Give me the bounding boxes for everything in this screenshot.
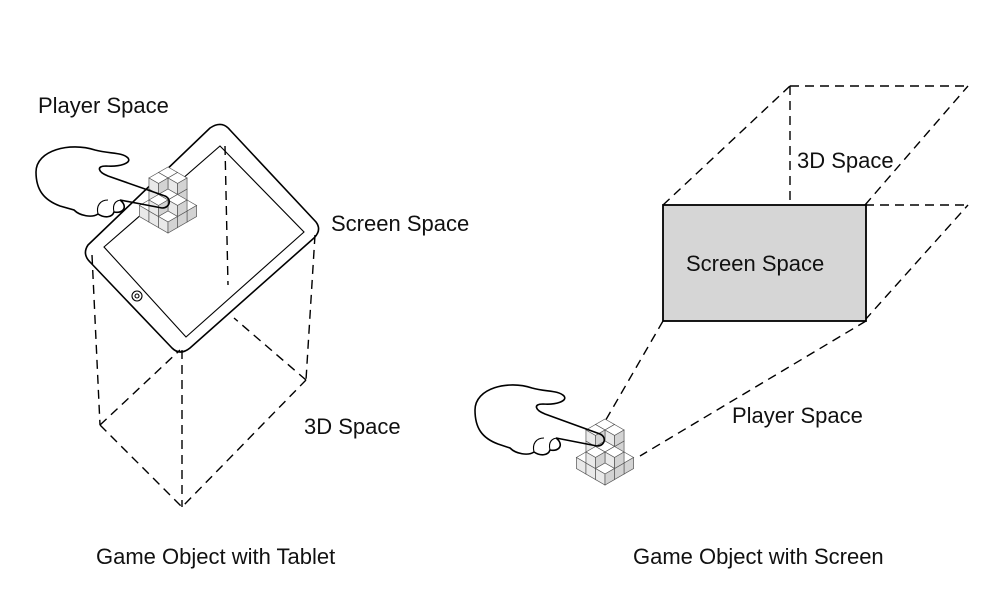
left-3d-space-volume xyxy=(91,145,316,508)
screen-scene xyxy=(474,85,969,486)
game-object-cubes-screen xyxy=(575,418,635,486)
left-3d-space-label: 3D Space xyxy=(304,414,401,439)
cube-face xyxy=(614,451,625,470)
hand-icon xyxy=(35,146,171,218)
right-player-space-label: Player Space xyxy=(732,403,863,428)
right-3d-space-label: 3D Space xyxy=(797,148,894,173)
cube-face xyxy=(177,177,188,196)
right-screen-space-label: Screen Space xyxy=(686,251,825,276)
tablet xyxy=(84,123,320,353)
left-screen-space-label: Screen Space xyxy=(331,211,470,236)
tablet-home-button xyxy=(131,290,143,302)
cube-face xyxy=(177,199,188,218)
cube-face xyxy=(167,215,178,234)
right-caption: Game Object with Screen xyxy=(633,544,884,569)
screen-rectangle xyxy=(662,204,867,322)
cube-face xyxy=(614,429,625,448)
hand-icon xyxy=(474,384,606,456)
cube-face xyxy=(604,467,615,486)
game-object-cubes-tablet xyxy=(138,166,198,234)
left-player-space-label: Player Space xyxy=(38,93,169,118)
tablet-scene xyxy=(35,123,320,508)
left-caption: Game Object with Tablet xyxy=(96,544,336,569)
right-player-space-frustum xyxy=(599,320,867,457)
